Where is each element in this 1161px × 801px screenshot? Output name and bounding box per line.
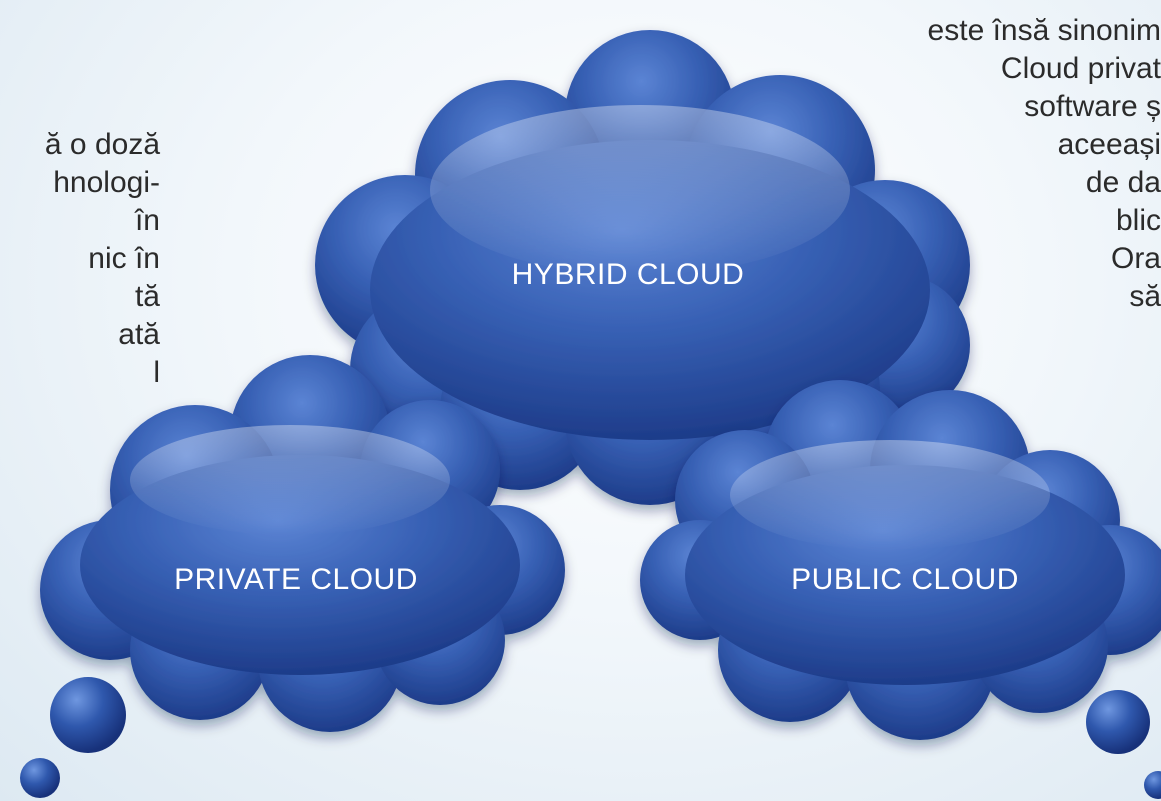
hybrid-cloud: HYBRID CLOUD bbox=[315, 30, 970, 505]
text-line: tă bbox=[134, 280, 160, 313]
thought-bubble-large bbox=[1086, 690, 1150, 754]
article-text-left: ă o doză hnologi- în nic în tă ată l bbox=[0, 126, 160, 392]
text-line: să bbox=[1129, 280, 1161, 313]
text-line: Ora bbox=[1110, 242, 1161, 275]
private-cloud-label: PRIVATE CLOUD bbox=[174, 563, 418, 596]
text-line: aceeași bbox=[1057, 128, 1161, 161]
public-cloud-label: PUBLIC CLOUD bbox=[791, 563, 1019, 596]
text-line: de da bbox=[1085, 166, 1161, 199]
text-line: în bbox=[134, 204, 160, 237]
text-line: software ș bbox=[1024, 90, 1161, 123]
private-cloud: PRIVATE CLOUD bbox=[40, 355, 565, 732]
text-line: este însă sinonim bbox=[927, 14, 1161, 47]
text-line: ă o doză bbox=[44, 128, 160, 161]
thought-bubble-small bbox=[1144, 771, 1161, 799]
hybrid-cloud-label: HYBRID CLOUD bbox=[512, 258, 745, 291]
public-cloud: PUBLIC CLOUD bbox=[640, 380, 1161, 740]
article-text-right: este însă sinonim Cloud privat software … bbox=[841, 12, 1161, 316]
text-line: blic bbox=[1115, 204, 1161, 237]
text-line: ată bbox=[118, 318, 160, 351]
text-line: nic în bbox=[88, 242, 160, 275]
text-line: l bbox=[153, 356, 160, 389]
text-line: Cloud privat bbox=[1000, 52, 1161, 85]
thought-bubble-small bbox=[20, 758, 60, 798]
thought-bubble-large bbox=[50, 677, 126, 753]
text-line: hnologi- bbox=[53, 166, 160, 199]
